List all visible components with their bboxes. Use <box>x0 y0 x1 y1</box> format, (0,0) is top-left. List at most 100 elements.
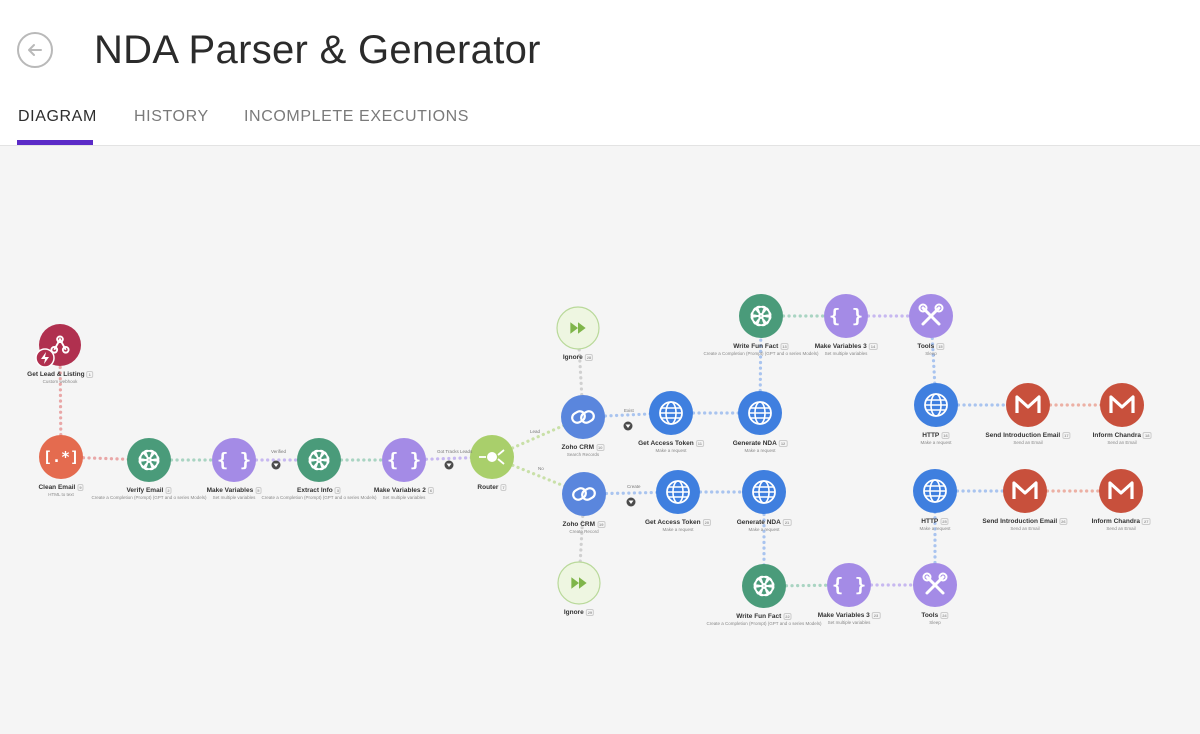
module-vars3-bot[interactable]: { } <box>827 563 871 607</box>
module-subtitle: Make a request <box>662 527 694 533</box>
module-make-variables-2[interactable]: { } <box>382 438 426 482</box>
module-subtitle: Make a request <box>748 527 780 533</box>
module-clean-email[interactable]: [.*] <box>39 435 83 479</box>
module-subtitle: Send an Email <box>1106 526 1136 532</box>
module-id-badge: 3 <box>334 487 341 494</box>
module-fun-top[interactable] <box>739 294 783 338</box>
module-tools-top[interactable] <box>909 294 953 338</box>
module-send-bot[interactable] <box>1003 469 1047 513</box>
active-tab-indicator <box>17 140 93 145</box>
module-fun-bot[interactable] <box>742 564 786 608</box>
route-label-exist: Exist <box>624 408 634 413</box>
module-get-lead[interactable] <box>35 324 81 368</box>
module-http-bot[interactable] <box>913 469 957 513</box>
module-id-badge: 13 <box>780 343 789 350</box>
openai-icon <box>308 449 330 471</box>
module-subtitle: Sleep <box>925 351 937 357</box>
module-http-top[interactable] <box>914 383 958 427</box>
module-subtitle: Set multiple variables <box>824 351 868 357</box>
svg-text:{ }: { } <box>387 449 421 471</box>
module-ignore-top[interactable] <box>556 306 600 350</box>
module-subtitle: Create a Completion (Prompt) (GPT and o … <box>91 495 207 501</box>
route-label-verified: Verified <box>271 449 287 454</box>
svg-text:[.*]: [.*] <box>43 448 79 466</box>
http-icon <box>923 479 947 503</box>
tab-incomplete-executions[interactable]: INCOMPLETE EXECUTIONS <box>244 108 470 125</box>
module-id-badge: 29 <box>585 609 595 616</box>
openai-icon <box>750 305 772 327</box>
module-extract-info[interactable] <box>297 438 341 482</box>
module-zoho-bot[interactable] <box>562 472 606 516</box>
module-zoho-top[interactable] <box>561 395 605 439</box>
module-token-top[interactable] <box>649 391 693 435</box>
filter-funnel-icon[interactable] <box>444 460 454 470</box>
back-button[interactable] <box>17 32 53 68</box>
module-id-badge: 16 <box>941 432 950 439</box>
module-id-badge: 10 <box>596 444 605 451</box>
module-send-top[interactable] <box>1006 383 1050 427</box>
module-id-badge: 20 <box>702 519 712 526</box>
router-icon <box>479 449 505 465</box>
tab-history[interactable]: HISTORY <box>134 108 209 125</box>
module-inform-top[interactable] <box>1100 383 1144 427</box>
http-icon <box>748 401 772 425</box>
module-subtitle: Make a request <box>655 448 687 454</box>
module-subtitle: HTML to text <box>48 492 74 498</box>
module-token-bot[interactable] <box>656 470 700 514</box>
filter-funnel-icon[interactable] <box>623 421 633 431</box>
svg-text:{ }: { } <box>832 574 866 596</box>
module-vars3-top[interactable]: { } <box>824 294 868 338</box>
module-id-badge: 9 <box>77 484 84 491</box>
module-id-badge: 28 <box>584 354 594 361</box>
filter-funnel-icon[interactable] <box>271 460 281 470</box>
http-icon <box>666 480 690 504</box>
module-tools-bot[interactable] <box>913 563 957 607</box>
arrow-left-icon <box>28 44 42 56</box>
ignore-icon <box>571 577 587 589</box>
module-make-variables[interactable]: { } <box>212 438 256 482</box>
module-router[interactable] <box>470 435 514 479</box>
module-nda-top[interactable] <box>738 391 782 435</box>
page-title: NDA Parser & Generator <box>94 28 541 72</box>
module-ignore-bot[interactable] <box>557 561 601 605</box>
module-subtitle: Send an Email <box>1013 440 1043 446</box>
module-subtitle: Search Records <box>566 452 600 458</box>
connection-get_lead-clean_email[interactable] <box>58 343 63 459</box>
module-nda-bot[interactable] <box>742 470 786 514</box>
module-verify-email[interactable] <box>127 438 171 482</box>
tab-diagram[interactable]: DIAGRAM <box>18 108 97 125</box>
openai-icon <box>138 449 160 471</box>
filter-funnel-icon[interactable] <box>626 497 636 507</box>
module-id-badge: 25 <box>940 518 949 525</box>
module-inform-bot[interactable] <box>1099 469 1143 513</box>
variables-icon: { } <box>217 449 251 471</box>
